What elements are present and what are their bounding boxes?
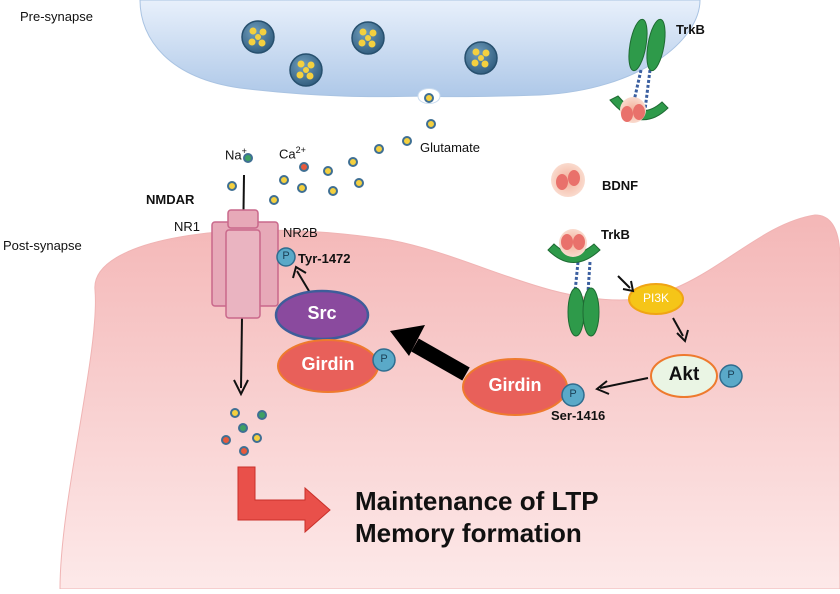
outcome-line2: Memory formation bbox=[355, 518, 582, 548]
girdin-to-src-arrow bbox=[390, 325, 470, 381]
nr1-label: NR1 bbox=[174, 219, 201, 234]
nr2b-label: NR2B bbox=[283, 225, 318, 240]
akt-to-girdin-arrow bbox=[595, 377, 649, 395]
exocytosis-site bbox=[417, 88, 441, 104]
phospho-tyr1472 bbox=[276, 247, 296, 267]
pi3k-to-akt-arrow bbox=[672, 317, 689, 343]
presynapse-terminal bbox=[139, 0, 701, 98]
trkb-presynaptic bbox=[609, 18, 669, 123]
vesicle bbox=[241, 20, 275, 54]
intracellular-ions bbox=[221, 408, 267, 456]
vesicle bbox=[464, 41, 498, 75]
outcome-line1: Maintenance of LTP bbox=[355, 486, 599, 516]
presynapse-label: Pre-synapse bbox=[20, 9, 93, 24]
pi3k-protein bbox=[628, 283, 684, 315]
trkb-to-pi3k-arrow bbox=[617, 275, 635, 293]
ser1416-label: Ser-1416 bbox=[551, 408, 606, 423]
girdin-left-label: Girdin bbox=[301, 354, 355, 374]
trkb-bottom-label: TrkB bbox=[601, 227, 630, 242]
pi3k-label: PI3K bbox=[642, 291, 669, 305]
src-label: Src bbox=[307, 303, 337, 323]
glutamate-label: Glutamate bbox=[420, 140, 480, 155]
akt-label: Akt bbox=[668, 364, 700, 385]
akt-protein bbox=[650, 354, 718, 398]
calcium-label: Ca2+ bbox=[279, 145, 306, 162]
sodium-label: Na+ bbox=[225, 146, 247, 163]
p-girdin-left: P bbox=[380, 353, 388, 365]
tyr1472-label: Tyr-1472 bbox=[298, 251, 351, 266]
nmdar-label: NMDAR bbox=[146, 192, 195, 207]
bdnf-label: BDNF bbox=[602, 178, 639, 193]
outcome-arrow bbox=[237, 466, 331, 534]
nmdar-receptor bbox=[211, 209, 279, 319]
src-protein bbox=[274, 289, 370, 341]
p-akt: P bbox=[727, 369, 735, 381]
vesicle bbox=[289, 53, 323, 87]
p-ser1416: P bbox=[569, 388, 577, 400]
vesicle bbox=[351, 21, 385, 55]
glutamate-molecules bbox=[227, 119, 436, 205]
girdin-right-label: Girdin bbox=[488, 375, 542, 395]
p-tyr1472: P bbox=[282, 250, 290, 262]
trkb-top-label: TrkB bbox=[676, 22, 705, 37]
bdnf-molecule bbox=[551, 163, 585, 197]
phospho-ser1416 bbox=[561, 383, 585, 407]
postsynapse-label: Post-synapse bbox=[3, 238, 82, 253]
phospho-girdin-left bbox=[372, 348, 396, 372]
synaptic-vesicles bbox=[241, 20, 498, 87]
trkb-postsynaptic bbox=[547, 229, 601, 337]
phospho-akt bbox=[719, 364, 743, 388]
